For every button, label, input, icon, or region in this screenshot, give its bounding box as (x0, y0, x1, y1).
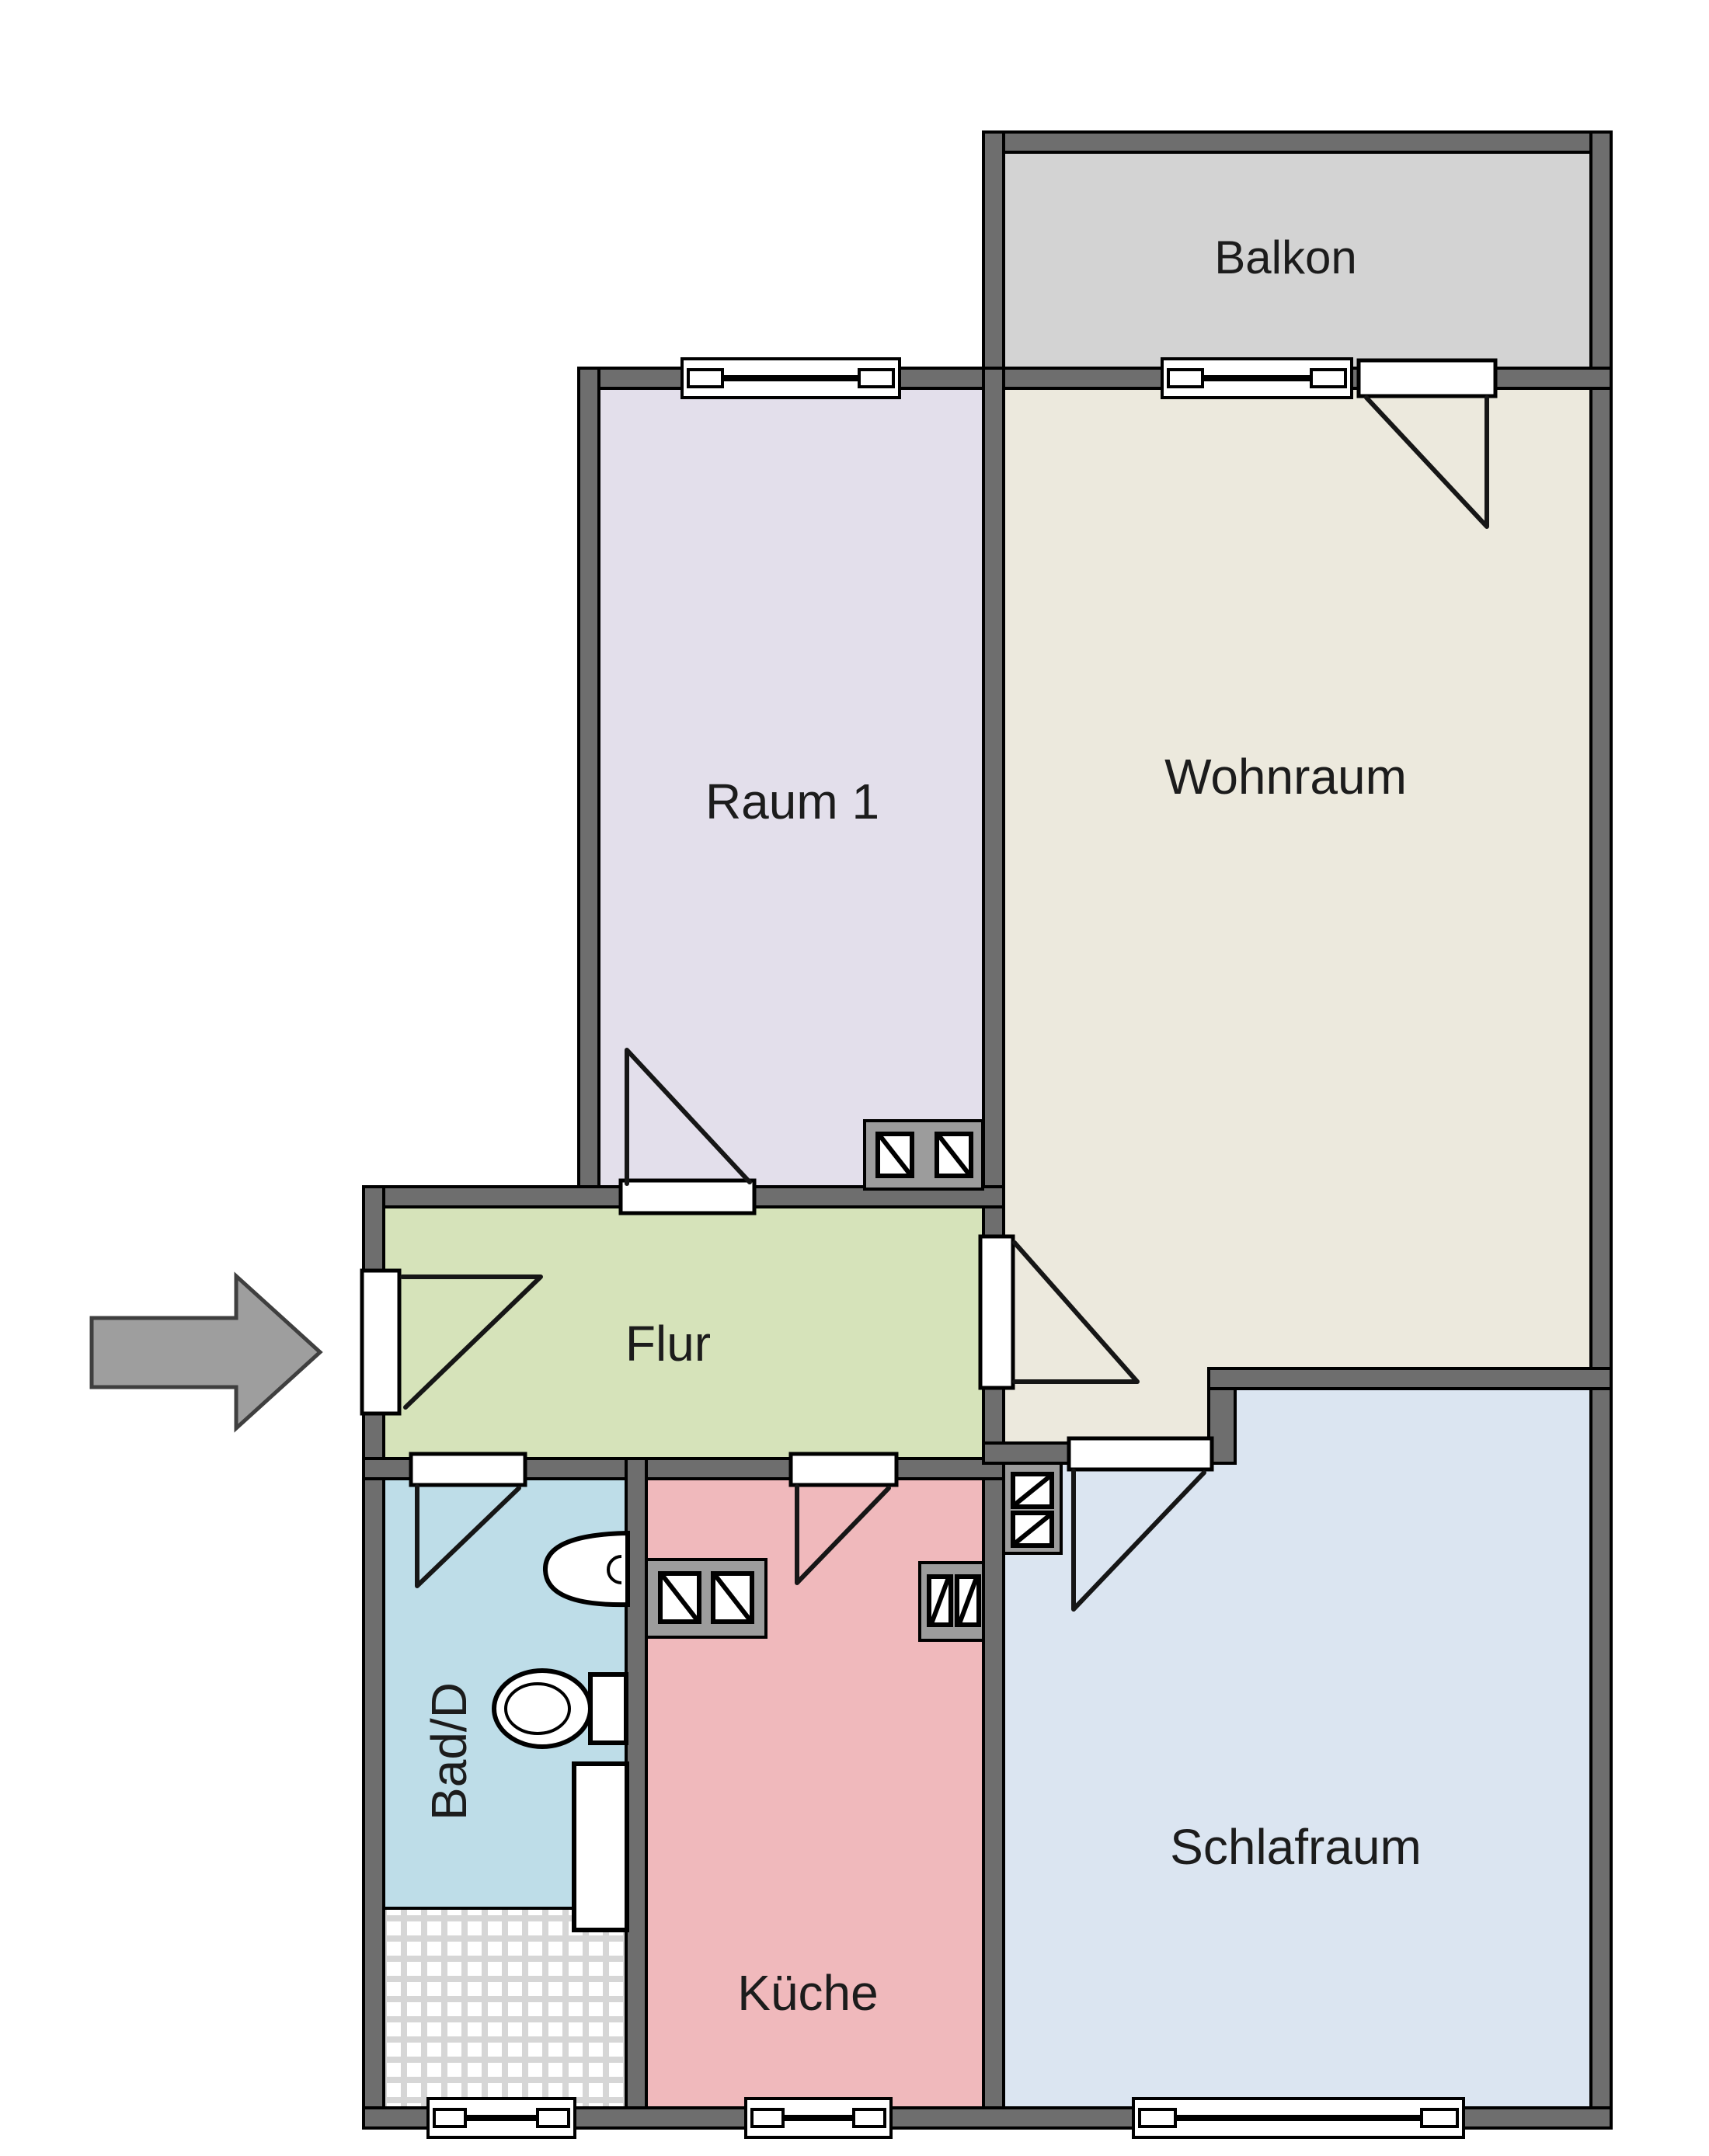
window-raum1-icon (680, 357, 901, 399)
windows (426, 357, 1465, 2139)
shaft-kueche-right-icon (918, 1561, 985, 1642)
window-schlafraum-icon (1132, 2097, 1465, 2139)
room-raum1 (589, 378, 994, 1197)
door-schlafraum-icon (1067, 1436, 1214, 1612)
room-labels: Balkon Raum 1 Wohnraum Flur Bad/D Küche … (421, 231, 1422, 2021)
wall-right-outer (1589, 130, 1613, 2130)
room-flur (374, 1197, 994, 1469)
door-raum1-icon (618, 1048, 757, 1215)
toilet-icon (492, 1668, 628, 1749)
room-balkon (994, 142, 1601, 378)
entrance-arrow-icon (89, 1271, 323, 1433)
bath-fixtures (492, 1530, 630, 1932)
label-wohnraum: Wohnraum (1164, 749, 1407, 805)
door-kueche-icon (788, 1452, 899, 1585)
door-balkon-icon (1356, 358, 1498, 529)
doors (360, 358, 1498, 1612)
wall-balkon-top (982, 130, 1613, 154)
window-kueche-icon (744, 2097, 893, 2139)
sink-icon (542, 1530, 630, 1608)
shaft-kueche-left-icon (645, 1558, 767, 1639)
label-schlafraum: Schlafraum (1170, 1819, 1422, 1875)
label-balkon: Balkon (1214, 231, 1356, 283)
door-entrance-icon (360, 1268, 543, 1416)
shower-area (374, 1907, 628, 2112)
label-raum1: Raum 1 (705, 774, 879, 829)
window-bad-icon (426, 2097, 576, 2139)
label-flur: Flur (625, 1316, 711, 1372)
wall-schlafraum-top (1207, 1367, 1613, 1390)
shower-floor (374, 1907, 628, 2112)
door-bad-icon (409, 1452, 527, 1588)
shower-tray-icon (572, 1761, 629, 1932)
room-schlafraum (994, 1387, 1601, 2118)
door-wohnraum-icon (978, 1234, 1140, 1390)
shaft-schlafraum-icon (1002, 1462, 1063, 1555)
wall-balkon-left (982, 130, 1005, 390)
shaft-blocks (645, 1119, 1063, 1642)
shaft-raum1-icon (863, 1119, 984, 1191)
window-balkon-icon (1161, 357, 1353, 399)
room-wohnraum (994, 378, 1601, 1453)
wall-raum1-left (577, 367, 600, 1208)
label-bad: Bad/D (421, 1682, 477, 1820)
label-kueche: Küche (737, 1965, 878, 2021)
